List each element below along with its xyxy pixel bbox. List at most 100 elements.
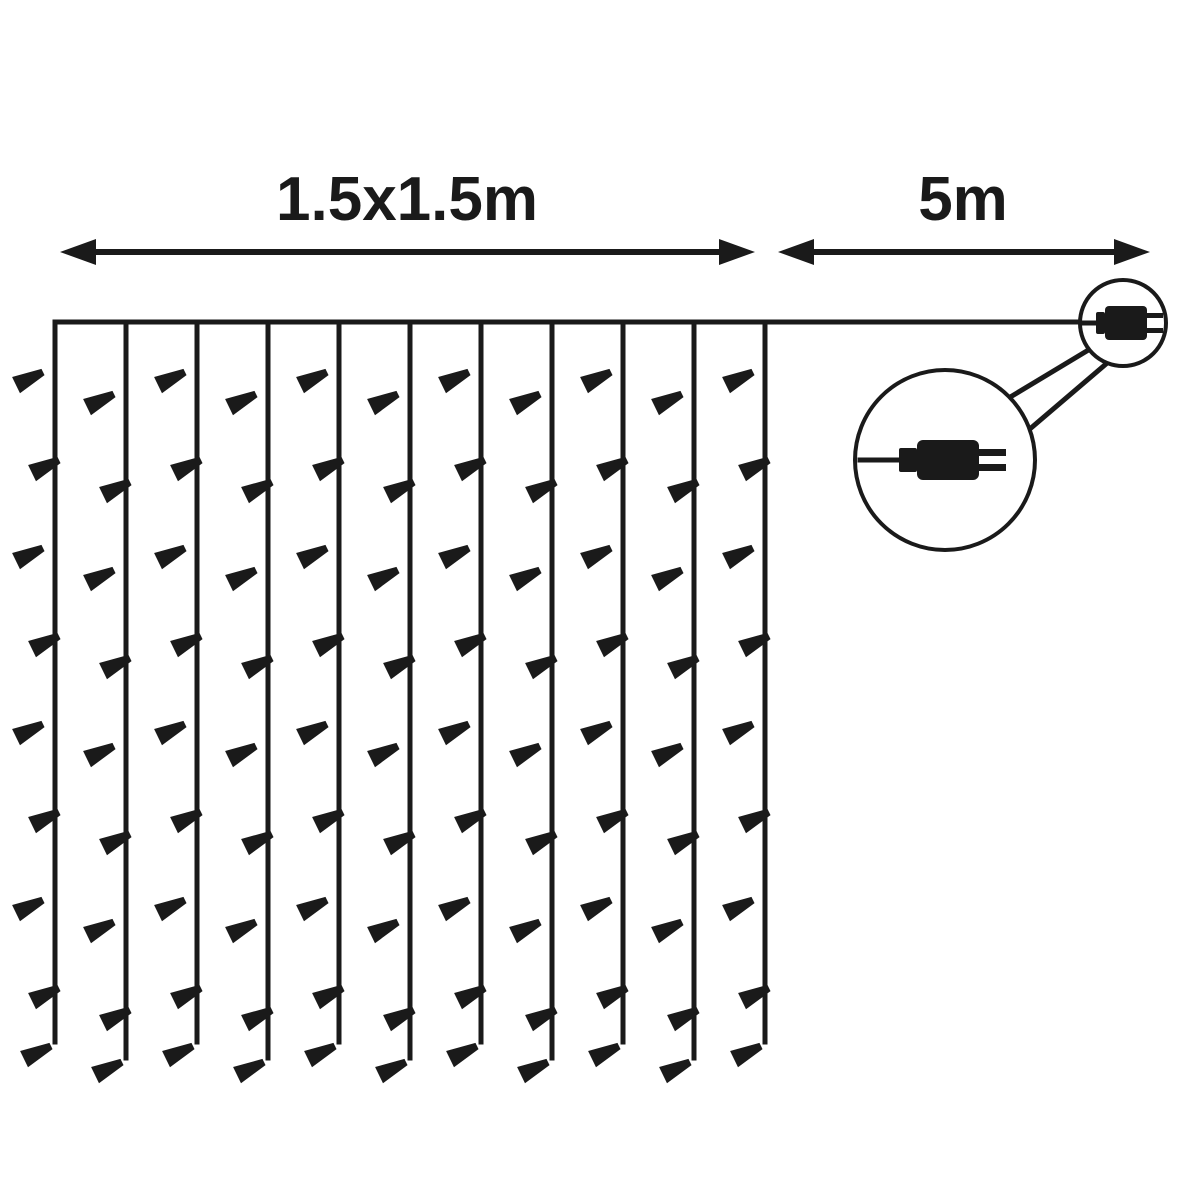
- led-bulb-icon: [225, 918, 258, 944]
- led-bulb-icon: [99, 478, 132, 504]
- led-bulb-icon: [312, 984, 345, 1010]
- led-bulb-icon: [28, 632, 61, 658]
- led-bulb-icon: [170, 984, 203, 1010]
- connector-collar: [1096, 312, 1105, 334]
- led-bulb-icon: [383, 830, 416, 856]
- curtain-dimension-label: 1.5x1.5m: [276, 165, 538, 234]
- dimension-arrow-left-icon: [60, 239, 96, 265]
- led-bulb-icon: [99, 654, 132, 680]
- led-bulb-icon: [525, 478, 558, 504]
- led-bulb-icon: [651, 742, 684, 768]
- led-bulb-icon: [162, 1042, 195, 1068]
- led-bulb-icon: [454, 808, 487, 834]
- led-bulb-icon: [383, 478, 416, 504]
- led-bulb-icon: [312, 808, 345, 834]
- led-bulb-icon: [154, 544, 187, 570]
- led-bulb-icon: [651, 918, 684, 944]
- led-bulb-icon: [367, 390, 400, 416]
- led-bulb-icon: [651, 390, 684, 416]
- led-bulb-icon: [91, 1058, 124, 1084]
- led-bulb-icon: [12, 896, 45, 922]
- led-bulb-icon: [580, 720, 613, 746]
- led-bulb-icon: [225, 742, 258, 768]
- power-connector-icon: [1078, 278, 1168, 368]
- led-bulb-icon: [241, 830, 274, 856]
- connector-body: [1105, 306, 1147, 340]
- led-bulb-icon: [241, 1006, 274, 1032]
- led-bulb-icon: [367, 742, 400, 768]
- led-bulb-icon: [241, 478, 274, 504]
- led-bulb-icon: [233, 1058, 266, 1084]
- dimension-cable: 5m: [778, 165, 1150, 265]
- cable-dimension-label: 5m: [918, 165, 1008, 234]
- led-bulb-icon: [296, 544, 329, 570]
- led-bulb-icon: [383, 1006, 416, 1032]
- led-bulb-icon: [28, 984, 61, 1010]
- led-bulb-icon: [12, 544, 45, 570]
- led-bulb-icon: [454, 632, 487, 658]
- connector-pin: [979, 464, 1006, 471]
- dimension-arrow-right-icon: [1114, 239, 1150, 265]
- led-bulb-icon: [738, 456, 771, 482]
- connector-pin: [1147, 328, 1163, 333]
- led-bulb-icon: [225, 566, 258, 592]
- led-bulb-icon: [722, 368, 755, 394]
- led-bulb-icon: [651, 566, 684, 592]
- led-bulb-icon: [509, 918, 542, 944]
- led-bulb-icon: [454, 456, 487, 482]
- magnifier-link-line: [1027, 360, 1110, 432]
- led-bulb-icon: [525, 654, 558, 680]
- led-bulb-icon: [596, 984, 629, 1010]
- led-bulb-icon: [154, 720, 187, 746]
- led-bulb-icon: [580, 368, 613, 394]
- led-bulb-icon: [304, 1042, 337, 1068]
- led-bulb-icon: [667, 830, 700, 856]
- led-bulb-icon: [438, 368, 471, 394]
- led-bulb-icon: [438, 896, 471, 922]
- led-bulb-icon: [83, 742, 116, 768]
- curtain-strands: [12, 319, 771, 1084]
- connector-pin: [979, 449, 1006, 456]
- led-bulb-icon: [596, 808, 629, 834]
- led-bulb-icon: [99, 1006, 132, 1032]
- led-bulb-icon: [580, 896, 613, 922]
- led-bulb-icon: [296, 368, 329, 394]
- led-bulb-icon: [312, 632, 345, 658]
- led-bulb-icon: [509, 742, 542, 768]
- led-bulb-icon: [12, 368, 45, 394]
- led-bulb-icon: [596, 632, 629, 658]
- led-bulb-icon: [738, 808, 771, 834]
- led-bulb-icon: [296, 720, 329, 746]
- led-bulb-icon: [28, 456, 61, 482]
- power-connector-detail-icon: [857, 440, 1006, 480]
- led-bulb-icon: [738, 632, 771, 658]
- led-bulb-icon: [170, 456, 203, 482]
- led-bulb-icon: [588, 1042, 621, 1068]
- led-bulb-icon: [83, 390, 116, 416]
- led-bulb-icon: [509, 566, 542, 592]
- led-bulb-icon: [225, 390, 258, 416]
- led-bulb-icon: [241, 654, 274, 680]
- led-bulb-icon: [659, 1058, 692, 1084]
- led-bulb-icon: [28, 808, 61, 834]
- dimension-curtain: 1.5x1.5m: [60, 165, 755, 265]
- led-bulb-icon: [722, 896, 755, 922]
- led-bulb-icon: [312, 456, 345, 482]
- led-bulb-icon: [367, 566, 400, 592]
- led-bulb-icon: [170, 808, 203, 834]
- led-bulb-icon: [525, 1006, 558, 1032]
- led-bulb-icon: [730, 1042, 763, 1068]
- magnifier-link-line: [1008, 345, 1094, 400]
- led-bulb-icon: [12, 720, 45, 746]
- led-bulb-icon: [83, 566, 116, 592]
- led-bulb-icon: [596, 456, 629, 482]
- dimension-arrow-left-icon: [778, 239, 814, 265]
- led-bulb-icon: [154, 368, 187, 394]
- dimension-arrow-right-icon: [719, 239, 755, 265]
- led-bulb-icon: [296, 896, 329, 922]
- led-bulb-icon: [99, 830, 132, 856]
- magnifier-detail: [853, 345, 1110, 552]
